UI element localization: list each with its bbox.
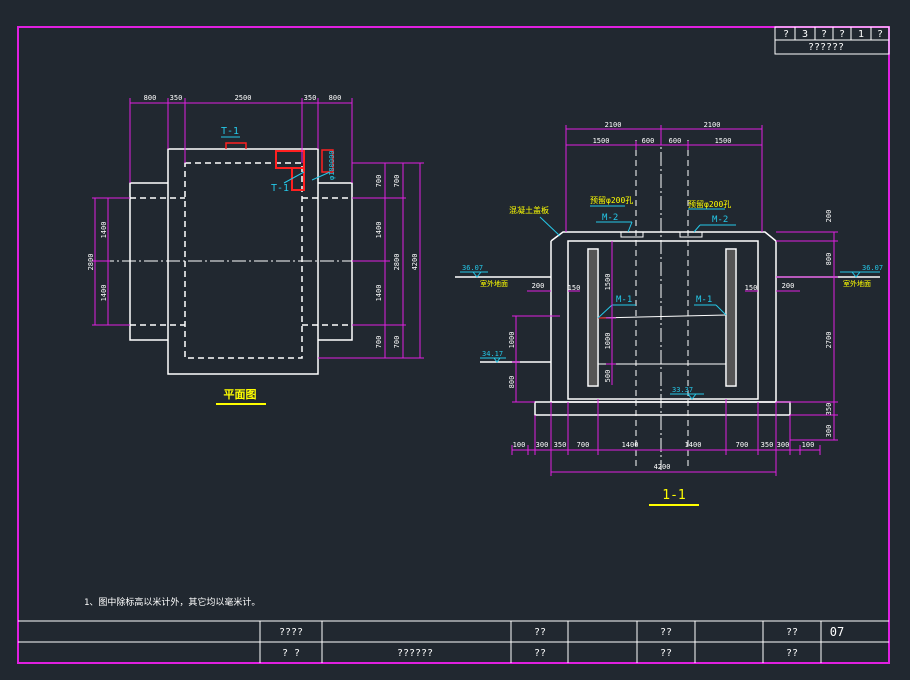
section-bottom-dim-10: 100	[802, 441, 815, 449]
section-bottom-dim-8: 350	[761, 441, 774, 449]
plan-top-dim-5: 800	[329, 94, 342, 102]
section-title: 1-1	[662, 488, 685, 503]
table-r1-c4: ??	[786, 627, 798, 638]
section-top-dim-2: 2100	[704, 121, 721, 129]
section-right-vdim-4: 350	[825, 403, 833, 416]
tb-cell-2: 3	[802, 29, 808, 40]
plan-top-dim-2: 350	[170, 94, 183, 102]
section-ground-left-label: 室外地面	[480, 279, 508, 288]
section-manhole-right: 预留φ200孔	[688, 199, 731, 209]
section-inner-vdim-3: 500	[604, 370, 612, 383]
plan-tag-t1-top: T-1	[221, 126, 239, 137]
section-top-dim-4: 600	[642, 137, 655, 145]
tb-cell-4: ?	[839, 29, 845, 40]
section-left-vdim-1: 1000	[508, 332, 516, 349]
section-bottom-dim-7: 700	[736, 441, 749, 449]
tb-cell-1: ?	[783, 29, 789, 40]
section-top-dim-6: 1500	[715, 137, 732, 145]
plan-right-dim-3: 1400	[375, 285, 383, 302]
section-inner-vdim-2: 1000	[604, 333, 612, 350]
plan-top-dim-3: 2500	[235, 94, 252, 102]
plan-right-dim-7: 700	[393, 336, 401, 349]
section-m2-right: M-2	[712, 215, 728, 225]
plan-tag-t1-side: T-1	[271, 183, 289, 194]
plan-left-dim-3: 1400	[100, 285, 108, 302]
section-ground-left-elev: 36.07	[462, 264, 483, 272]
section-right-vdim-1: 200	[825, 210, 833, 223]
section-m1-right: M-1	[696, 295, 712, 305]
section-bottom-dim-6: 1400	[685, 441, 702, 449]
section-top-dim-1: 2100	[605, 121, 622, 129]
plan-right-dim-1: 700	[375, 175, 383, 188]
table-r2-c2: ??????	[397, 648, 433, 659]
plan-title: 平面图	[224, 388, 257, 401]
plan-left-dim-2: 1400	[100, 222, 108, 239]
section-view: 2100 2100 1500 600 600 1500 预留φ200孔 预留φ2…	[455, 121, 883, 506]
section-wall-dim-right: 150	[745, 284, 758, 292]
table-r2-c3: ??	[534, 648, 546, 659]
plan-right-dim-6: 2800	[393, 254, 401, 271]
drawing-frame	[17, 26, 890, 664]
table-r2-c1: ? ?	[282, 648, 300, 659]
table-r2-c4: ??	[660, 648, 672, 659]
section-floor-elev: 33.37	[672, 386, 693, 394]
plan-left-dim-1: 2800	[87, 254, 95, 271]
section-inner-elev: 34.17	[482, 350, 503, 358]
drawing-note: 1、图中除标高以米计外，其它均以毫米计。	[84, 596, 260, 608]
section-outer-wall	[550, 231, 777, 403]
plan-top-dim-1: 800	[144, 94, 157, 102]
section-base-slab	[534, 401, 791, 416]
section-wall-dim-left: 200	[532, 282, 545, 290]
section-bottom-dim-4: 700	[577, 441, 590, 449]
table-r1-c3: ??	[660, 627, 672, 638]
table-sheet-number: 07	[830, 625, 844, 639]
section-m2-left: M-2	[602, 213, 618, 223]
section-m1-left: M-1	[616, 295, 632, 305]
section-right-vdim-3: 2700	[825, 332, 833, 349]
plan-right-dim-8: 4200	[411, 254, 419, 271]
section-cover-note: 混凝土盖板	[509, 205, 549, 215]
section-ladder-right	[725, 248, 737, 387]
tb-cell-6: ?	[877, 29, 883, 40]
table-r1-c1: ????	[279, 627, 303, 638]
section-wall-dim-left2: 150	[568, 284, 581, 292]
section-inner-chamber	[567, 240, 759, 400]
plan-pipe-label: φ180000	[328, 150, 336, 180]
plan-top-dim-4: 350	[304, 94, 317, 102]
top-title-block: ? 3 ? ? 1 ? ??????	[774, 26, 890, 55]
section-wall-dim-right2: 200	[782, 282, 795, 290]
section-inner-vdim-1: 1500	[604, 274, 612, 291]
section-bottom-dim-5: 1400	[622, 441, 639, 449]
tb-cell-3: ?	[821, 29, 827, 40]
section-bottom-dim-2: 300	[536, 441, 549, 449]
section-left-vdim-2: 800	[508, 376, 516, 389]
table-r2-c5: ??	[786, 648, 798, 659]
section-bottom-dim-9: 300	[777, 441, 790, 449]
plan-view: T-1 T-1 φ180000 800 350 2500 350 800	[87, 94, 424, 405]
plan-right-dim-2: 1400	[375, 222, 383, 239]
table-r1-c2: ??	[534, 627, 546, 638]
tb-row2: ??????	[808, 42, 844, 53]
section-bottom-dim-1: 100	[513, 441, 526, 449]
section-top-dim-5: 600	[669, 137, 682, 145]
bottom-title-table: ???? ?? ?? ?? 07 ? ? ?????? ?? ?? ??	[18, 620, 889, 663]
section-ground-right-elev: 36.07	[862, 264, 883, 272]
tb-cell-5: 1	[858, 29, 864, 40]
section-ground-right-label: 室外地面	[843, 279, 871, 288]
section-right-vdim-5: 300	[825, 425, 833, 438]
section-bottom-dim-3: 350	[554, 441, 567, 449]
section-top-dim-3: 1500	[593, 137, 610, 145]
section-bottom-total: 4200	[654, 463, 671, 471]
section-manhole-left: 预留φ200孔	[590, 195, 633, 205]
plan-right-dim-5: 700	[393, 175, 401, 188]
section-right-vdim-2: 800	[825, 253, 833, 266]
plan-right-dim-4: 700	[375, 336, 383, 349]
